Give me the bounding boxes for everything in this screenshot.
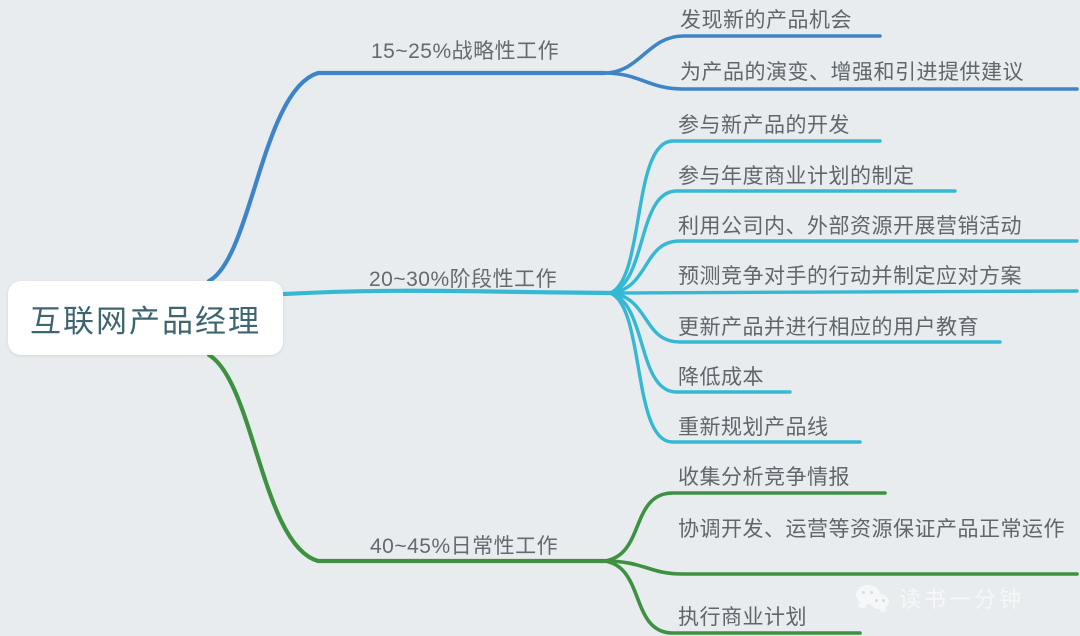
branch-label-daily[interactable]: 40~45%日常性工作 [370, 535, 559, 558]
leaf-strategic-2[interactable]: 为产品的演变、增强和引进提供建议 [680, 61, 1024, 84]
leaf-phased-4[interactable]: 预测竞争对手的行动并制定应对方案 [678, 265, 1022, 288]
root-node-label: 互联网产品经理 [30, 303, 261, 339]
leaf-phased-5[interactable]: 更新产品并进行相应的用户教育 [678, 316, 979, 339]
wire-daily-2 [602, 559, 1079, 576]
leaf-phased-2[interactable]: 参与年度商业计划的制定 [678, 165, 915, 188]
leaf-daily-1[interactable]: 收集分析竞争情报 [678, 466, 850, 489]
leaf-strategic-1[interactable]: 发现新的产品机会 [680, 9, 852, 32]
leaf-phased-7[interactable]: 重新规划产品线 [678, 416, 829, 439]
root-node[interactable]: 互联网产品经理 [8, 281, 283, 355]
leaf-phased-1[interactable]: 参与新产品的开发 [678, 114, 850, 137]
wechat-icon [856, 585, 890, 611]
leaf-daily-2[interactable]: 协调开发、运营等资源保证产品正常运作 [678, 518, 1065, 541]
watermark-text: 读书一分钟 [899, 587, 1025, 612]
wire-phased-4 [608, 289, 1079, 295]
trunk-strategic [206, 70, 607, 284]
leaf-daily-3[interactable]: 执行商业计划 [678, 606, 807, 629]
branch-label-phased[interactable]: 20~30%阶段性工作 [369, 268, 558, 291]
branch-label-strategic[interactable]: 15~25%战略性工作 [371, 40, 560, 63]
watermark: 读书一分钟 [856, 582, 1024, 614]
leaf-phased-6[interactable]: 降低成本 [678, 366, 764, 389]
leaf-phased-3[interactable]: 利用公司内、外部资源开展营销活动 [678, 215, 1022, 238]
